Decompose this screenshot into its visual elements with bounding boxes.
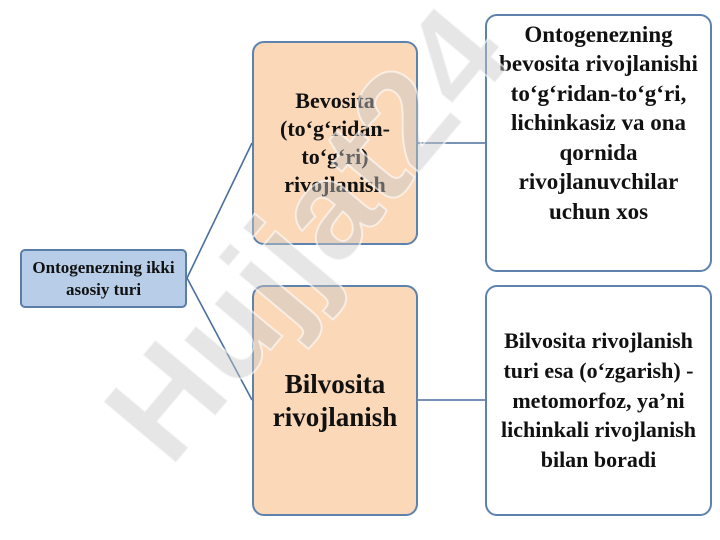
- description-direct-development: Ontogenezning bevosita rivojlanishi to‘g…: [485, 14, 712, 272]
- description-indirect-development: Bilvosita rivojlanish turi esa (o‘zgaris…: [485, 285, 712, 516]
- connector-root-to-indirect: [186, 277, 253, 401]
- connector-root-to-direct: [186, 142, 253, 279]
- root-node-label: Ontogenezning ikki asosiy turi: [32, 258, 175, 299]
- root-node: Ontogenezning ikki asosiy turi: [20, 249, 187, 308]
- description-indirect-development-text: Bilvosita rivojlanish turi esa (o‘zgaris…: [501, 328, 696, 473]
- description-direct-development-text: Ontogenezning bevosita rivojlanishi to‘g…: [499, 22, 698, 224]
- node-direct-development-label: Bevosita (to‘g‘ridan-to‘g‘ri) rivojlanis…: [280, 87, 390, 198]
- node-indirect-development: Bilvosita rivojlanish: [252, 285, 418, 516]
- node-indirect-development-label: Bilvosita rivojlanish: [272, 369, 398, 432]
- node-direct-development: Bevosita (to‘g‘ridan-to‘g‘ri) rivojlanis…: [252, 41, 418, 245]
